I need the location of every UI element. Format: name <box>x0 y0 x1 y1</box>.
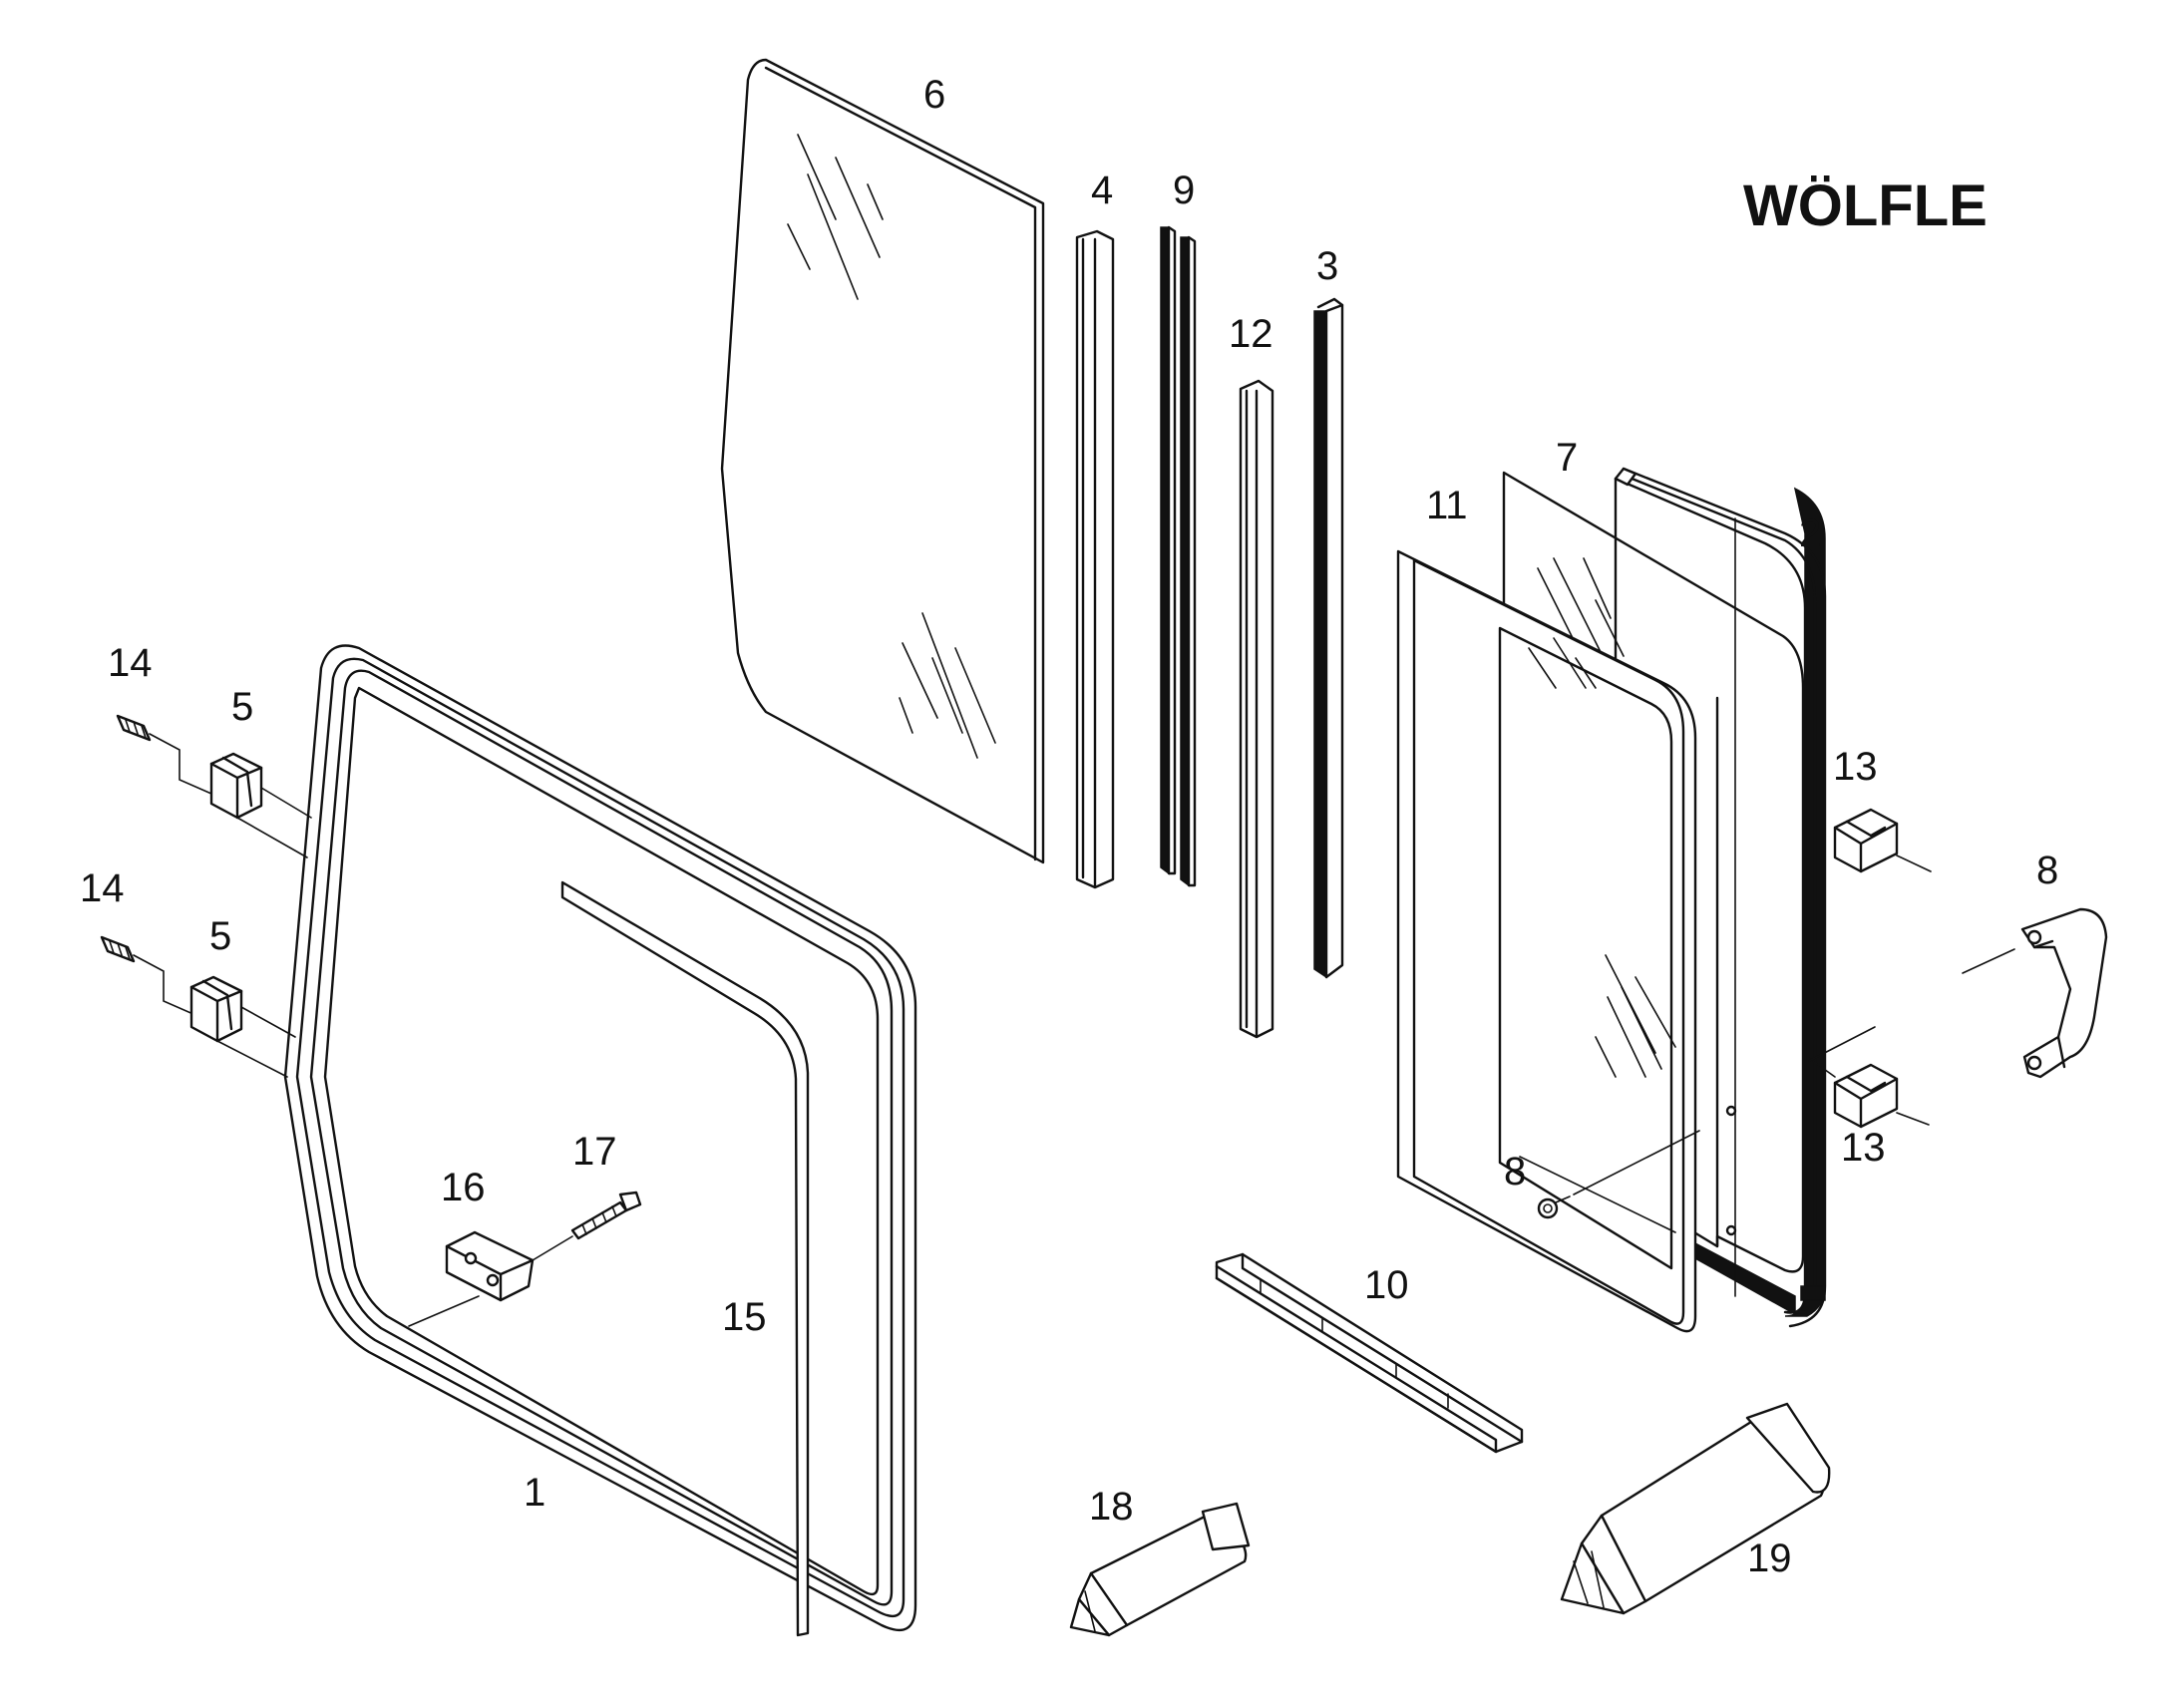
part-3-seal <box>1313 297 1344 979</box>
part-10-rail <box>1215 1252 1524 1454</box>
callout-18: 18 <box>1089 1485 1134 1529</box>
callout-8-handle: 8 <box>2036 849 2058 892</box>
part-14-screw-lower <box>100 935 196 1016</box>
callout-12: 12 <box>1229 312 1273 356</box>
callout-2: 2 <box>1799 512 1821 555</box>
part-6-glass-pane <box>720 58 1045 864</box>
callout-13-upper: 13 <box>1833 745 1878 789</box>
callout-5-upper: 5 <box>231 685 253 729</box>
part-4-profile <box>1075 229 1115 889</box>
part-9-seal-strips <box>1160 225 1197 887</box>
part-17-screw <box>532 1191 642 1261</box>
callout-3: 3 <box>1316 244 1338 288</box>
callout-8-screw: 8 <box>1504 1150 1526 1194</box>
part-5-clip-lower <box>189 975 296 1078</box>
callout-6: 6 <box>923 73 945 117</box>
part-15-strip <box>560 880 810 1637</box>
callout-1: 1 <box>524 1471 545 1515</box>
callout-19: 19 <box>1747 1537 1792 1580</box>
part-18-tube <box>1069 1502 1251 1637</box>
part-16-block <box>408 1230 535 1327</box>
callout-4: 4 <box>1091 169 1113 212</box>
callout-14-upper: 14 <box>108 641 153 685</box>
callout-14-lower: 14 <box>80 866 125 910</box>
callout-7: 7 <box>1556 436 1578 480</box>
callout-9: 9 <box>1173 169 1195 212</box>
callout-11: 11 <box>1426 484 1468 527</box>
part-11-inner-frame <box>1396 549 1697 1333</box>
part-13-clip-lower <box>1806 1056 1930 1129</box>
callout-10: 10 <box>1364 1263 1409 1307</box>
part-1-main-frame <box>283 644 917 1631</box>
callout-17: 17 <box>572 1130 617 1174</box>
part-8-handle <box>1808 907 2108 1079</box>
callout-13-lower: 13 <box>1841 1126 1886 1170</box>
part-5-clip-upper <box>209 752 312 858</box>
part-7-glass <box>1502 471 1805 1273</box>
part-13-clip-upper <box>1833 808 1932 873</box>
callout-16: 16 <box>441 1166 486 1209</box>
part-12-profile <box>1239 379 1274 1039</box>
part-19-tube <box>1560 1402 1831 1615</box>
part-14-screw-upper <box>116 714 212 795</box>
callout-15: 15 <box>722 1295 767 1339</box>
part-8-screw <box>1519 1105 1737 1236</box>
brand-title: WÖLFLE <box>1743 173 1988 238</box>
callout-5-lower: 5 <box>209 914 231 958</box>
